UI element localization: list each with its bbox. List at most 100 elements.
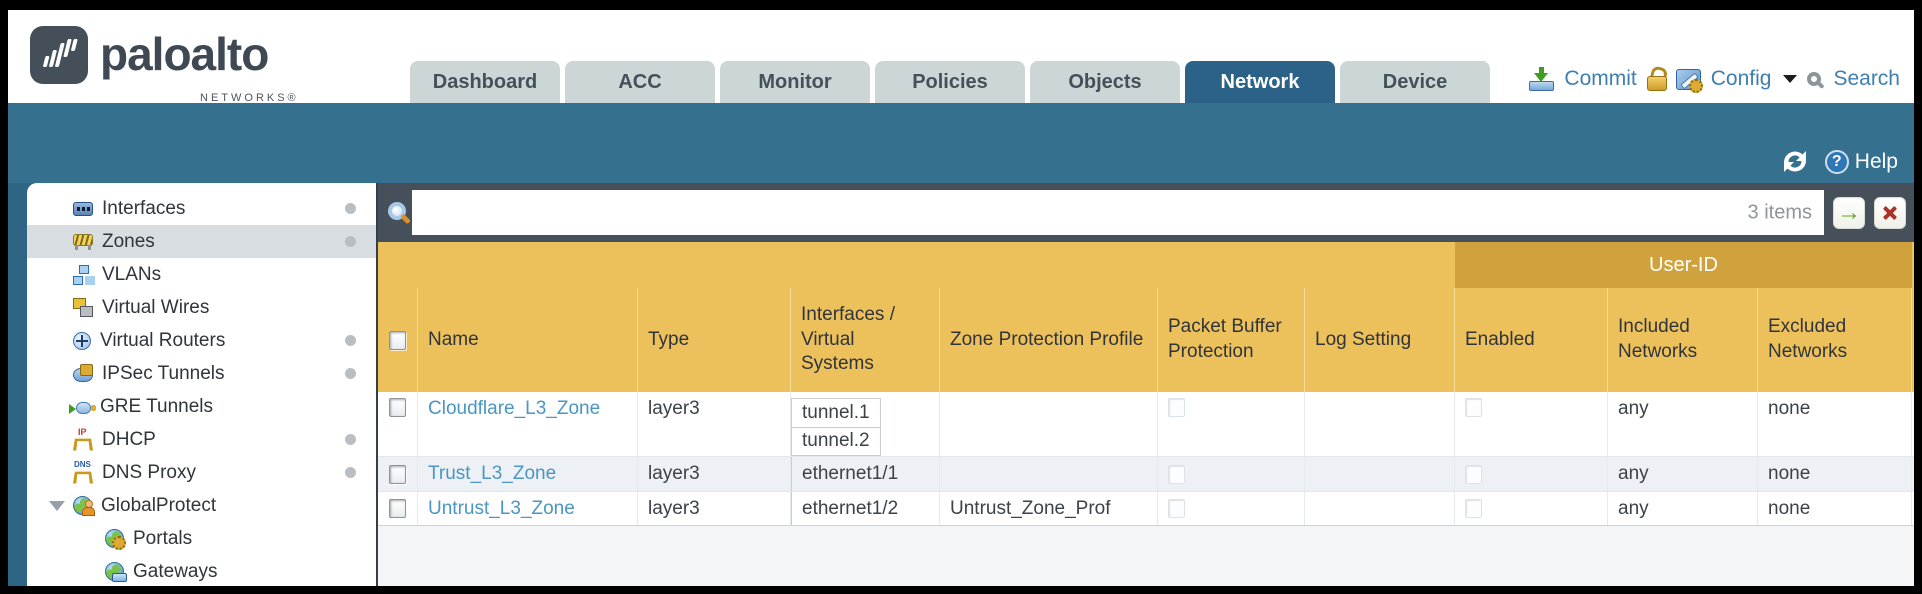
sidebar-item-label: Virtual Wires (102, 296, 210, 318)
row-checkbox[interactable] (389, 499, 406, 518)
filter-toolbar: 3 items → (378, 183, 1914, 242)
main-nav-tabs: Dashboard ACC Monitor Policies Objects N… (410, 61, 1490, 103)
lock-icon[interactable] (1646, 67, 1667, 91)
sidebar-item-ipsec-tunnels[interactable]: IPSec Tunnels (27, 357, 376, 390)
apply-filter-button[interactable]: → (1833, 196, 1865, 229)
column-header-packet-buffer-protection[interactable]: Packet Buffer Protection (1158, 288, 1305, 392)
close-icon (1881, 204, 1899, 222)
sidebar-item-label: IPSec Tunnels (102, 362, 225, 384)
top-bar: paloalto NETWORKS® Dashboard ACC Monitor… (8, 10, 1914, 104)
commit-button[interactable]: Commit (1564, 67, 1637, 90)
column-header-log-setting[interactable]: Log Setting (1305, 288, 1455, 392)
tab-dashboard[interactable]: Dashboard (410, 61, 560, 103)
refresh-icon[interactable] (1779, 148, 1811, 175)
clear-filter-button[interactable] (1874, 196, 1906, 229)
sidebar-item-label: Virtual Routers (100, 329, 226, 351)
interface-item: ethernet1/2 (791, 492, 939, 525)
tab-device[interactable]: Device (1340, 61, 1490, 103)
column-header-included-networks[interactable]: Included Networks (1608, 288, 1758, 392)
status-dot (345, 368, 356, 379)
sidebar-item-virtual-routers[interactable]: Virtual Routers (27, 324, 376, 357)
enabled-checkbox (1465, 499, 1482, 518)
sidebar-item-zones[interactable]: Zones (27, 225, 376, 258)
config-button[interactable]: Config (1710, 67, 1772, 90)
tab-monitor[interactable]: Monitor (720, 61, 870, 103)
zone-name-link[interactable]: Untrust_L3_Zone (428, 497, 575, 519)
sidebar-item-globalprotect[interactable]: GlobalProtect (27, 489, 376, 522)
search-button[interactable]: Search (1833, 67, 1900, 90)
packet-buffer-protection-cell (1158, 392, 1305, 456)
row-checkbox[interactable] (389, 398, 406, 417)
column-header-type[interactable]: Type (638, 288, 791, 392)
zone-type-cell: layer3 (638, 457, 791, 491)
filter-input[interactable] (412, 190, 1824, 235)
sidebar-item-vlans[interactable]: VLANs (27, 258, 376, 291)
included-networks-cell: any (1608, 392, 1758, 456)
log-setting-cell (1305, 492, 1455, 525)
gre-tunnels-icon (69, 401, 96, 414)
panos-app-window: paloalto NETWORKS® Dashboard ACC Monitor… (8, 10, 1914, 586)
tab-policies[interactable]: Policies (875, 61, 1025, 103)
paloalto-logo: paloalto NETWORKS® (30, 26, 296, 104)
tab-acc[interactable]: ACC (565, 61, 715, 103)
sidebar-item-dns-proxy[interactable]: DNS Proxy (27, 456, 376, 489)
status-dot (345, 335, 356, 346)
log-setting-cell (1305, 457, 1455, 491)
sidebar-item-gateways[interactable]: Gateways (27, 555, 376, 586)
row-select-cell (378, 492, 418, 525)
status-dot (345, 434, 356, 445)
sidebar-item-portals[interactable]: Portals (27, 522, 376, 555)
sidebar-item-interfaces[interactable]: Interfaces (27, 192, 376, 225)
zone-name-link[interactable]: Trust_L3_Zone (428, 463, 557, 484)
interfaces-cell: ethernet1/2 (791, 492, 940, 525)
zones-table: User-ID Name Type Interfaces / Virtual S… (378, 242, 1914, 586)
help-button[interactable]: ? Help (1824, 149, 1898, 174)
row-checkbox[interactable] (389, 464, 406, 484)
interfaces-cell: ethernet1/1 (791, 457, 940, 491)
column-group-user-id: User-ID (1455, 242, 1912, 288)
commit-download-icon[interactable] (1529, 67, 1555, 91)
column-header-name[interactable]: Name (418, 288, 638, 392)
sidebar-item-label: Gateways (133, 560, 218, 582)
sidebar-item-label: DNS Proxy (102, 461, 196, 483)
column-header-interfaces[interactable]: Interfaces / Virtual Systems (791, 288, 940, 392)
zone-type-cell: layer3 (638, 392, 791, 456)
virtual-wires-icon (73, 298, 93, 317)
sidebar-item-virtual-wires[interactable]: Virtual Wires (27, 291, 376, 324)
sidebar-item-dhcp[interactable]: DHCP (27, 423, 376, 456)
network-sidebar: Interfaces Zones VLANs Virtual Wires (27, 183, 378, 586)
arrow-right-icon: → (1837, 198, 1861, 226)
tab-objects[interactable]: Objects (1030, 61, 1180, 103)
zone-name-link[interactable]: Cloudflare_L3_Zone (428, 398, 601, 419)
chevron-expanded-icon[interactable] (49, 501, 65, 511)
column-header-zone-protection-profile[interactable]: Zone Protection Profile (940, 288, 1158, 392)
table-row-cloudflare-l3-zone: Cloudflare_L3_Zone layer3 tunnel.1 tunne… (378, 392, 1914, 456)
interface-item: ethernet1/1 (791, 457, 939, 491)
portals-icon (105, 529, 126, 550)
zone-protection-profile-cell (940, 457, 1158, 491)
tab-network[interactable]: Network (1185, 61, 1335, 103)
select-all-checkbox[interactable] (389, 330, 406, 350)
table-body: Cloudflare_L3_Zone layer3 tunnel.1 tunne… (378, 392, 1914, 526)
search-icon[interactable] (1807, 72, 1822, 86)
sidebar-item-gre-tunnels[interactable]: GRE Tunnels (27, 390, 376, 423)
sidebar-item-label: Zones (102, 230, 155, 252)
brand-tagline: NETWORKS® (200, 92, 299, 104)
help-question-icon: ? (1824, 149, 1849, 174)
chevron-down-icon[interactable] (1783, 75, 1798, 83)
column-header-excluded-networks[interactable]: Excluded Networks (1758, 288, 1912, 392)
brand-name: paloalto (100, 28, 269, 80)
subheader-band: ? Help (8, 103, 1914, 183)
table-header: User-ID Name Type Interfaces / Virtual S… (378, 242, 1914, 392)
zone-name-cell: Untrust_L3_Zone (418, 492, 638, 525)
column-header-enabled[interactable]: Enabled (1455, 288, 1608, 392)
excluded-networks-cell: none (1758, 492, 1912, 525)
result-count: 3 items (1747, 201, 1812, 223)
zone-protection-profile-cell: Untrust_Zone_Prof (940, 492, 1158, 525)
config-folder-wrench-icon[interactable] (1675, 68, 1703, 93)
ipsec-tunnels-icon (73, 363, 93, 382)
select-all-cell (378, 288, 418, 392)
packet-buffer-checkbox (1168, 499, 1185, 518)
included-networks-cell: any (1608, 457, 1758, 491)
user-id-enabled-cell (1455, 492, 1608, 525)
